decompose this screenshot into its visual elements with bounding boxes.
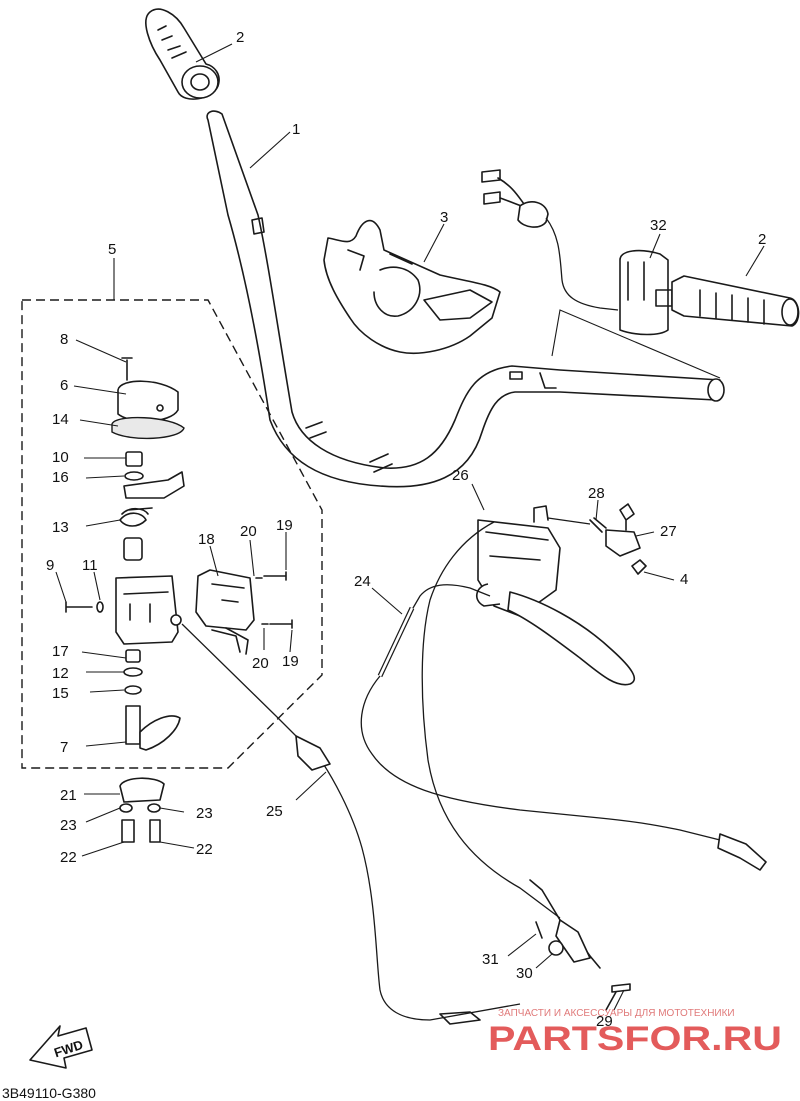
callout-2: 2 bbox=[758, 231, 766, 248]
gasket bbox=[111, 416, 185, 440]
callout-21: 21 bbox=[60, 787, 77, 804]
callout-18: 18 bbox=[198, 531, 215, 548]
lever-body bbox=[115, 575, 179, 645]
callout-32: 32 bbox=[650, 217, 667, 234]
callout-25: 25 bbox=[266, 803, 283, 820]
callout-4: 4 bbox=[680, 571, 688, 588]
callout-20: 20 bbox=[240, 523, 257, 540]
washer bbox=[124, 471, 144, 481]
callout-16: 16 bbox=[52, 469, 69, 486]
callout-3: 3 bbox=[440, 209, 448, 226]
callout-28: 28 bbox=[588, 485, 605, 502]
callout-2: 2 bbox=[236, 29, 244, 46]
callout-14: 14 bbox=[52, 411, 69, 428]
callout-26: 26 bbox=[452, 467, 469, 484]
callout-17: 17 bbox=[52, 643, 69, 660]
plate bbox=[123, 471, 185, 499]
handlebar-cover bbox=[323, 219, 501, 355]
nut bbox=[125, 451, 143, 467]
callout-29: 29 bbox=[596, 1013, 613, 1030]
callout-8: 8 bbox=[60, 331, 68, 348]
callout-23: 23 bbox=[196, 805, 213, 822]
callout-31: 31 bbox=[482, 951, 499, 968]
callout-9: 9 bbox=[46, 557, 54, 574]
screw-8 bbox=[121, 357, 133, 381]
callout-19: 19 bbox=[276, 517, 293, 534]
brake-cable bbox=[421, 521, 561, 919]
thumb-lever bbox=[125, 705, 141, 745]
callout-10: 10 bbox=[52, 449, 69, 466]
callout-11: 11 bbox=[82, 557, 98, 574]
throttle-cable bbox=[181, 623, 521, 1021]
callout-27: 27 bbox=[660, 523, 677, 540]
callout-19: 19 bbox=[282, 653, 299, 670]
callout-22: 22 bbox=[196, 841, 213, 858]
callout-30: 30 bbox=[516, 965, 533, 982]
diagram-code: 3B49110-G380 bbox=[2, 1085, 96, 1101]
spring bbox=[119, 507, 153, 527]
fwd-arrow: FWD bbox=[29, 1025, 93, 1069]
callout-7: 7 bbox=[60, 739, 68, 756]
callout-6: 6 bbox=[60, 377, 68, 394]
screw-9 bbox=[65, 601, 93, 613]
callout-15: 15 bbox=[52, 685, 69, 702]
callout-13: 13 bbox=[52, 519, 69, 536]
master-cylinder bbox=[476, 505, 636, 686]
left-grip bbox=[145, 8, 220, 100]
callout-5: 5 bbox=[108, 241, 116, 258]
callout-22: 22 bbox=[60, 849, 77, 866]
collar bbox=[123, 537, 143, 561]
callout-12: 12 bbox=[52, 665, 69, 682]
sub-assembly-boundary bbox=[21, 299, 323, 769]
callout-23: 23 bbox=[60, 817, 77, 834]
switch-cover bbox=[117, 380, 179, 422]
watermark-brand: PARTSFOR.RU bbox=[488, 1020, 782, 1058]
clamp bbox=[119, 777, 165, 803]
watermark-tagline: ЗАПЧАСТИ И АКСЕССУАРЫ ДЛЯ МОТОТЕХНИКИ bbox=[498, 1008, 735, 1019]
callout-20: 20 bbox=[252, 655, 269, 672]
callout-24: 24 bbox=[354, 573, 371, 590]
right-throttle-assembly bbox=[481, 169, 800, 379]
handlebar bbox=[206, 110, 725, 488]
callout-1: 1 bbox=[292, 121, 300, 138]
